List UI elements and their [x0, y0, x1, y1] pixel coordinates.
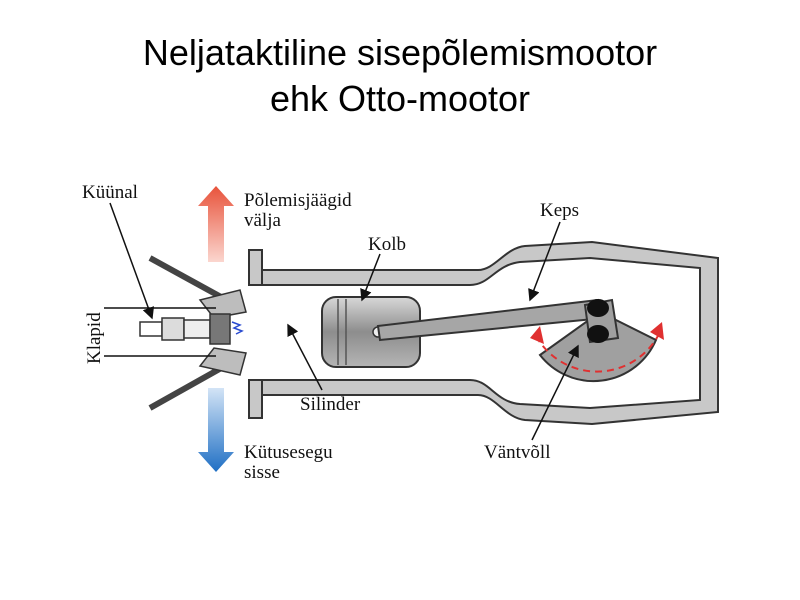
slide-title: Neljataktiline sisepõlemismootor ehk Ott… [0, 30, 800, 122]
head-wall-bottom [248, 379, 263, 419]
leader-lines [104, 202, 579, 441]
engine-block [248, 240, 719, 426]
label-piston: Kolb [368, 234, 406, 255]
head-wall-top [248, 249, 263, 286]
crank-axle-icon [587, 325, 609, 343]
rotation-arrow-icon-2 [650, 322, 664, 340]
label-cylinder: Silinder [300, 394, 361, 415]
label-spark-plug: Küünal [82, 182, 138, 203]
title-line-2: ehk Otto-mootor [269, 78, 531, 119]
label-valves: Klapid [84, 312, 105, 364]
spark-plug [139, 313, 244, 345]
label-crankshaft: Väntvõll [484, 442, 551, 463]
intake-valve [148, 347, 247, 411]
label-exhaust-out: välja [244, 210, 281, 231]
exhaust-arrow-icon [198, 186, 234, 262]
label-connecting-rod: Keps [540, 200, 579, 221]
label-fuel-in: sisse [244, 462, 280, 483]
crank-pin-icon [587, 299, 609, 317]
label-fuel-mix: Kütusesegu [244, 442, 333, 463]
intake-arrow-icon [198, 388, 234, 472]
rotation-arrow-icon [530, 326, 544, 344]
title-line-1: Neljataktiline sisepõlemismootor [142, 32, 658, 73]
rotation-path [535, 331, 661, 373]
exhaust-valve [148, 255, 247, 319]
spark-icon [231, 321, 244, 335]
label-exhaust: Põlemisjäägid [244, 190, 352, 211]
